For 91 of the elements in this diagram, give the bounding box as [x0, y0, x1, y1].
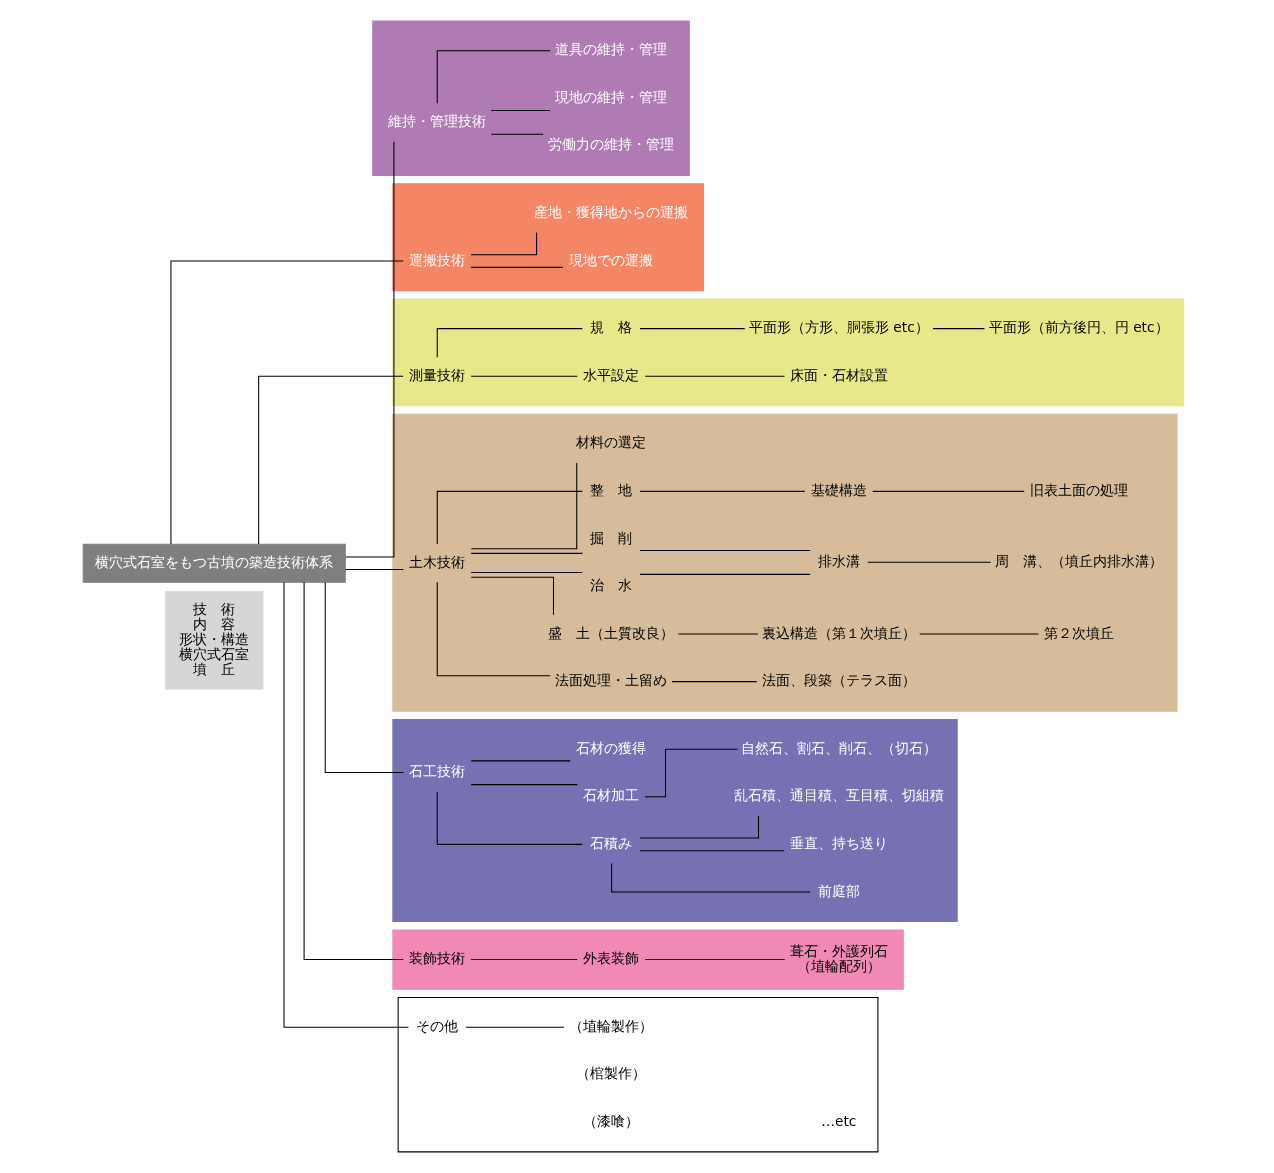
- connector: [344, 569, 404, 571]
- node-text: 現地の維持・管理: [554, 88, 667, 105]
- connector: [931, 328, 985, 330]
- connector: [436, 581, 551, 677]
- node-text: 掘 削: [589, 529, 632, 546]
- node-text: （埴輪製作）: [568, 1017, 653, 1034]
- node-text: 石材加工: [582, 787, 639, 804]
- cluster: [391, 298, 1184, 407]
- node-text: 現地での運搬: [568, 251, 653, 268]
- connector: [490, 109, 551, 111]
- node-text: 葺石・外護列石 （埴輪配列）: [789, 942, 888, 974]
- node-text: 周 溝、（墳丘内排水溝）: [994, 552, 1163, 569]
- connector: [470, 784, 578, 786]
- label: （漆喰）: [582, 1112, 639, 1129]
- connector: [638, 573, 811, 575]
- node-text: 床面・石材設置: [789, 366, 888, 383]
- connector: [464, 1026, 564, 1028]
- connector: [470, 266, 563, 268]
- connector: [436, 791, 583, 845]
- connector: [257, 375, 404, 545]
- node-text: 石材の獲得: [575, 739, 646, 756]
- connector: [169, 260, 404, 545]
- node-text: 第２次墳丘: [1043, 624, 1114, 641]
- cluster: [391, 719, 958, 922]
- connector: [643, 748, 738, 798]
- node-text: 装飾技術: [408, 950, 465, 967]
- connector: [490, 133, 544, 135]
- connector: [283, 581, 409, 1028]
- connector: [638, 850, 785, 852]
- node-text: 乱石積、通目積、互目積、切組積: [733, 787, 944, 804]
- connector: [671, 681, 757, 683]
- connector: [871, 490, 1025, 492]
- cluster: [391, 413, 1177, 712]
- label: （棺製作）: [575, 1065, 646, 1082]
- node-text: その他: [415, 1017, 458, 1034]
- node-text: 盛 土（土質改良）: [547, 624, 674, 641]
- connector: [303, 581, 404, 961]
- cluster: [371, 20, 690, 176]
- node-text: 裏込構造（第１次墳丘）: [761, 624, 916, 641]
- connector: [436, 490, 583, 545]
- connector: [644, 375, 785, 377]
- node-text: 規 格: [589, 319, 632, 336]
- cluster: [391, 183, 704, 292]
- node-text: 産地・獲得地からの運搬: [533, 204, 688, 221]
- connector: [436, 50, 551, 104]
- node-text: 旧表土面の処理: [1029, 481, 1128, 498]
- node-text: 平面形（方形、胴張形 etc）: [748, 319, 929, 336]
- connector: [470, 760, 571, 762]
- node-text: 材料の選定: [575, 434, 646, 451]
- connector: [610, 862, 811, 893]
- node-text: 外表装飾: [582, 950, 639, 967]
- node-box: 技 術 内 容 形状・構造 横穴式石室 墳 丘: [164, 591, 263, 690]
- node-text: 法面、段築（テラス面）: [761, 672, 916, 689]
- node-box: 横穴式石室をもつ古墳の築造技術体系: [82, 543, 346, 583]
- connector: [470, 576, 554, 616]
- node-text: 垂直、持ち送り: [789, 834, 888, 851]
- node-text: 維持・管理技術: [387, 113, 486, 130]
- node-text: 土木技術: [408, 553, 465, 570]
- node-text: 石工技術: [408, 763, 465, 780]
- cluster: [397, 997, 878, 1153]
- connector: [638, 490, 805, 492]
- connector: [470, 571, 583, 573]
- connector: [470, 552, 583, 554]
- connector: [638, 328, 745, 330]
- node-text: 測量技術: [408, 366, 465, 383]
- node-text: 法面処理・土留め: [554, 672, 667, 689]
- node-text: 平面形（前方後円、円 etc）: [988, 319, 1169, 336]
- node-text: 基礎構造: [810, 481, 867, 498]
- node-text: 水平設定: [582, 366, 639, 383]
- node-text: 整 地: [589, 481, 632, 498]
- connector: [866, 561, 991, 563]
- connector: [324, 582, 404, 773]
- connector: [344, 141, 394, 558]
- connector: [470, 232, 537, 256]
- connector: [638, 815, 759, 839]
- connector: [470, 959, 578, 961]
- node-text: 前庭部: [817, 882, 860, 899]
- label: …etc: [820, 1112, 856, 1129]
- connector: [638, 550, 811, 552]
- connector: [436, 328, 583, 358]
- connector: [644, 959, 785, 961]
- cluster: [391, 929, 904, 990]
- node-text: 治 水: [589, 577, 632, 594]
- connector: [470, 375, 578, 377]
- connector: [470, 462, 577, 550]
- node-text: 運搬技術: [408, 251, 465, 268]
- node-text: 労働力の維持・管理: [547, 136, 674, 153]
- node-text: 排水溝: [817, 552, 860, 569]
- node-text: 道具の維持・管理: [554, 41, 667, 58]
- node-text: 自然石、割石、削石、（切石）: [740, 739, 937, 756]
- node-text: 石積み: [589, 834, 632, 851]
